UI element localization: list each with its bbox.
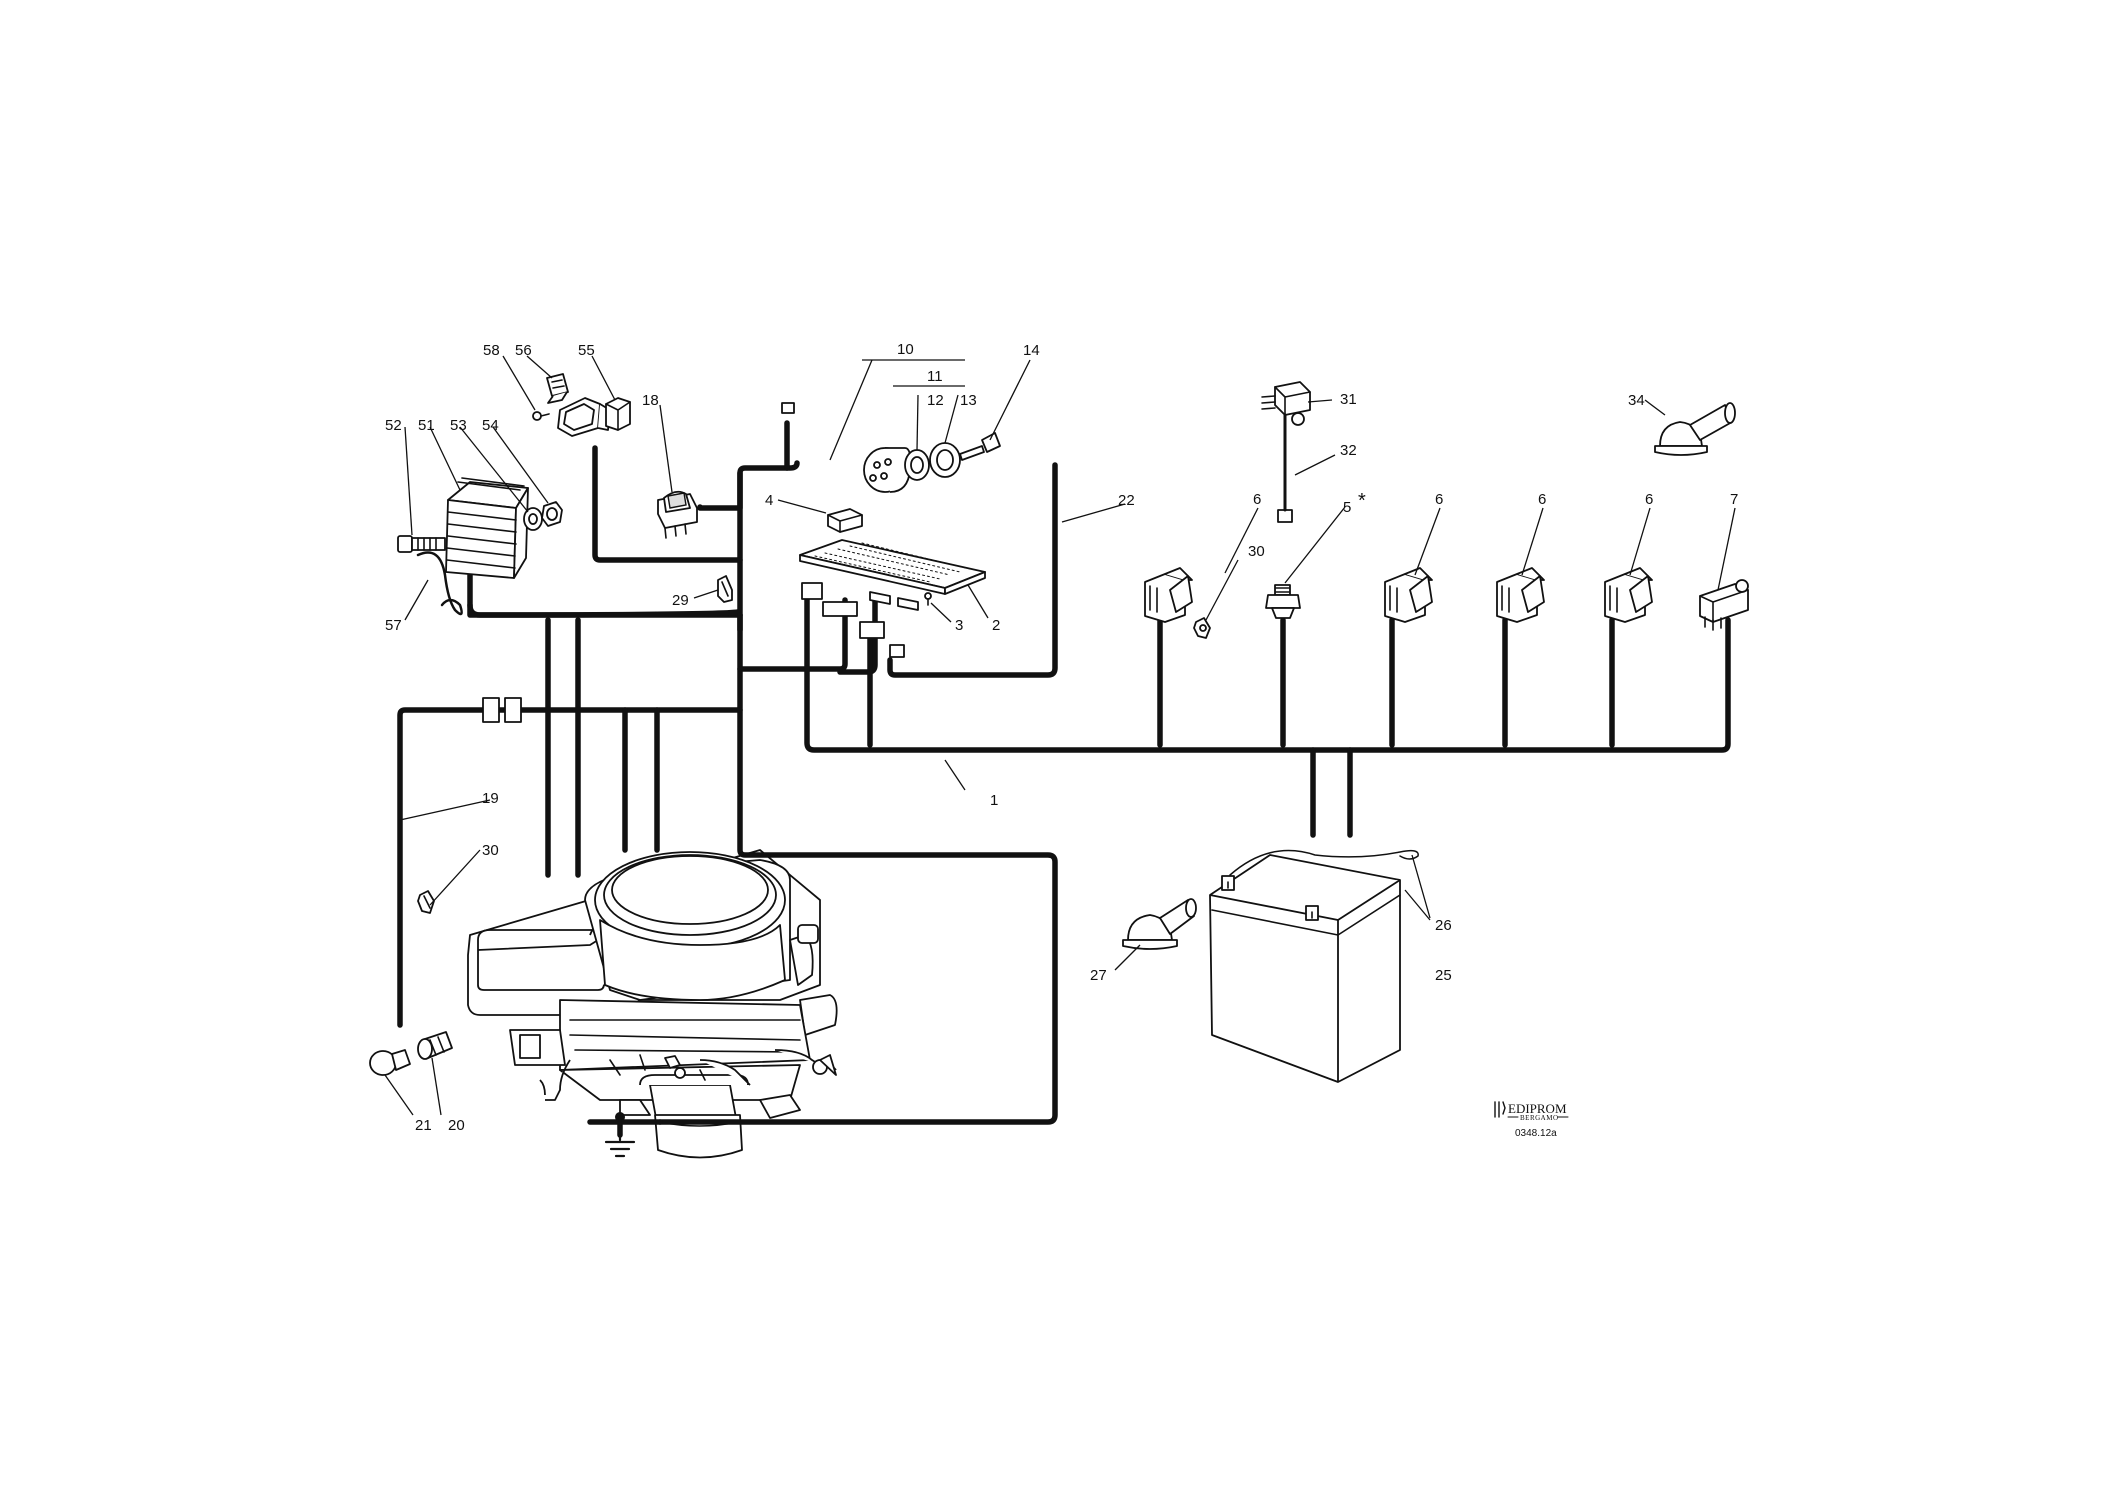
microswitch-6-b <box>1384 567 1433 623</box>
ignition-switch-10 <box>863 447 912 493</box>
logo-city: BERGAMO <box>1520 1114 1559 1122</box>
nut-13 <box>929 442 961 478</box>
label-58: 58 <box>483 342 500 359</box>
label-53: 53 <box>450 417 467 434</box>
terminal-cap-27 <box>1122 898 1197 950</box>
label-13: 13 <box>960 392 977 409</box>
label-34: 34 <box>1628 392 1645 409</box>
label-2: 2 <box>992 617 1000 634</box>
screw-58 <box>532 411 550 421</box>
bolt-52 <box>397 535 446 553</box>
ground-symbol <box>604 1112 636 1158</box>
label-52: 52 <box>385 417 402 434</box>
label-30-b: 30 <box>482 842 499 859</box>
fuse-holder-56 <box>546 373 569 404</box>
bulb-socket-20 <box>417 1031 453 1060</box>
key-14 <box>959 432 1001 461</box>
microswitch-6-c <box>1496 567 1545 623</box>
label-56: 56 <box>515 342 532 359</box>
label-18: 18 <box>642 392 659 409</box>
circuit-board-2 <box>799 539 986 611</box>
label-22: 22 <box>1118 492 1135 509</box>
ediprom-logo: EDIPROM BERGAMO 0348.12a <box>1494 1101 1569 1139</box>
label-6-b: 6 <box>1435 491 1443 508</box>
terminal-cap-34 <box>1654 402 1736 456</box>
clip-30-a <box>1193 617 1211 639</box>
label-31: 31 <box>1340 391 1357 408</box>
label-51: 51 <box>418 417 435 434</box>
washer-53 <box>523 507 543 531</box>
wiring-harness <box>397 420 1731 1138</box>
fuse-4 <box>827 508 863 533</box>
label-3: 3 <box>955 617 963 634</box>
label-11: 11 <box>927 368 943 385</box>
logo-brand: EDIPROM <box>1508 1101 1567 1116</box>
label-6-d: 6 <box>1645 491 1653 508</box>
regulator-51 <box>445 477 529 579</box>
label-54: 54 <box>482 417 499 434</box>
leader-lines <box>384 355 1736 1116</box>
label-5-asterisk: * <box>1358 490 1366 512</box>
clip-29 <box>717 575 733 603</box>
engine <box>467 849 838 1159</box>
label-19: 19 <box>482 790 499 807</box>
label-32: 32 <box>1340 442 1357 459</box>
screw-3 <box>924 592 932 606</box>
relay-31 <box>1261 381 1311 426</box>
label-30-a: 30 <box>1248 543 1265 560</box>
nut-54 <box>541 501 563 527</box>
switch-18 <box>657 490 698 539</box>
label-5: 5 <box>1343 499 1351 516</box>
label-12: 12 <box>927 392 944 409</box>
relay-55 <box>605 397 631 431</box>
battery-25 <box>1209 854 1401 1083</box>
callout-labels: 1 2 3 4 5 * 6 6 6 6 7 10 11 12 13 14 18 … <box>385 341 1738 1134</box>
label-14: 14 <box>1023 342 1040 359</box>
harness-connectors <box>482 402 1293 723</box>
strap-26 <box>1229 849 1419 876</box>
label-21: 21 <box>415 1117 432 1134</box>
label-57: 57 <box>385 617 402 634</box>
label-4: 4 <box>765 492 773 509</box>
drawing-code: 0348.12a <box>1515 1128 1557 1139</box>
relay-socket <box>557 397 611 437</box>
label-10: 10 <box>897 341 914 358</box>
ring-12 <box>904 449 930 481</box>
label-7: 7 <box>1730 491 1738 508</box>
microswitch-6-a <box>1144 567 1193 623</box>
label-1: 1 <box>990 792 998 809</box>
microswitch-6-d <box>1604 567 1653 623</box>
label-26: 26 <box>1435 917 1452 934</box>
label-6-c: 6 <box>1538 491 1546 508</box>
bulb-21 <box>369 1049 411 1076</box>
clip-30-b <box>417 890 435 914</box>
label-6-a: 6 <box>1253 491 1261 508</box>
label-27: 27 <box>1090 967 1107 984</box>
microswitch-7 <box>1699 579 1749 631</box>
pressure-sensor-5 <box>1265 584 1301 619</box>
label-20: 20 <box>448 1117 465 1134</box>
label-29: 29 <box>672 592 689 609</box>
spring-57 <box>416 551 463 616</box>
label-25: 25 <box>1435 967 1452 984</box>
label-55: 55 <box>578 342 595 359</box>
